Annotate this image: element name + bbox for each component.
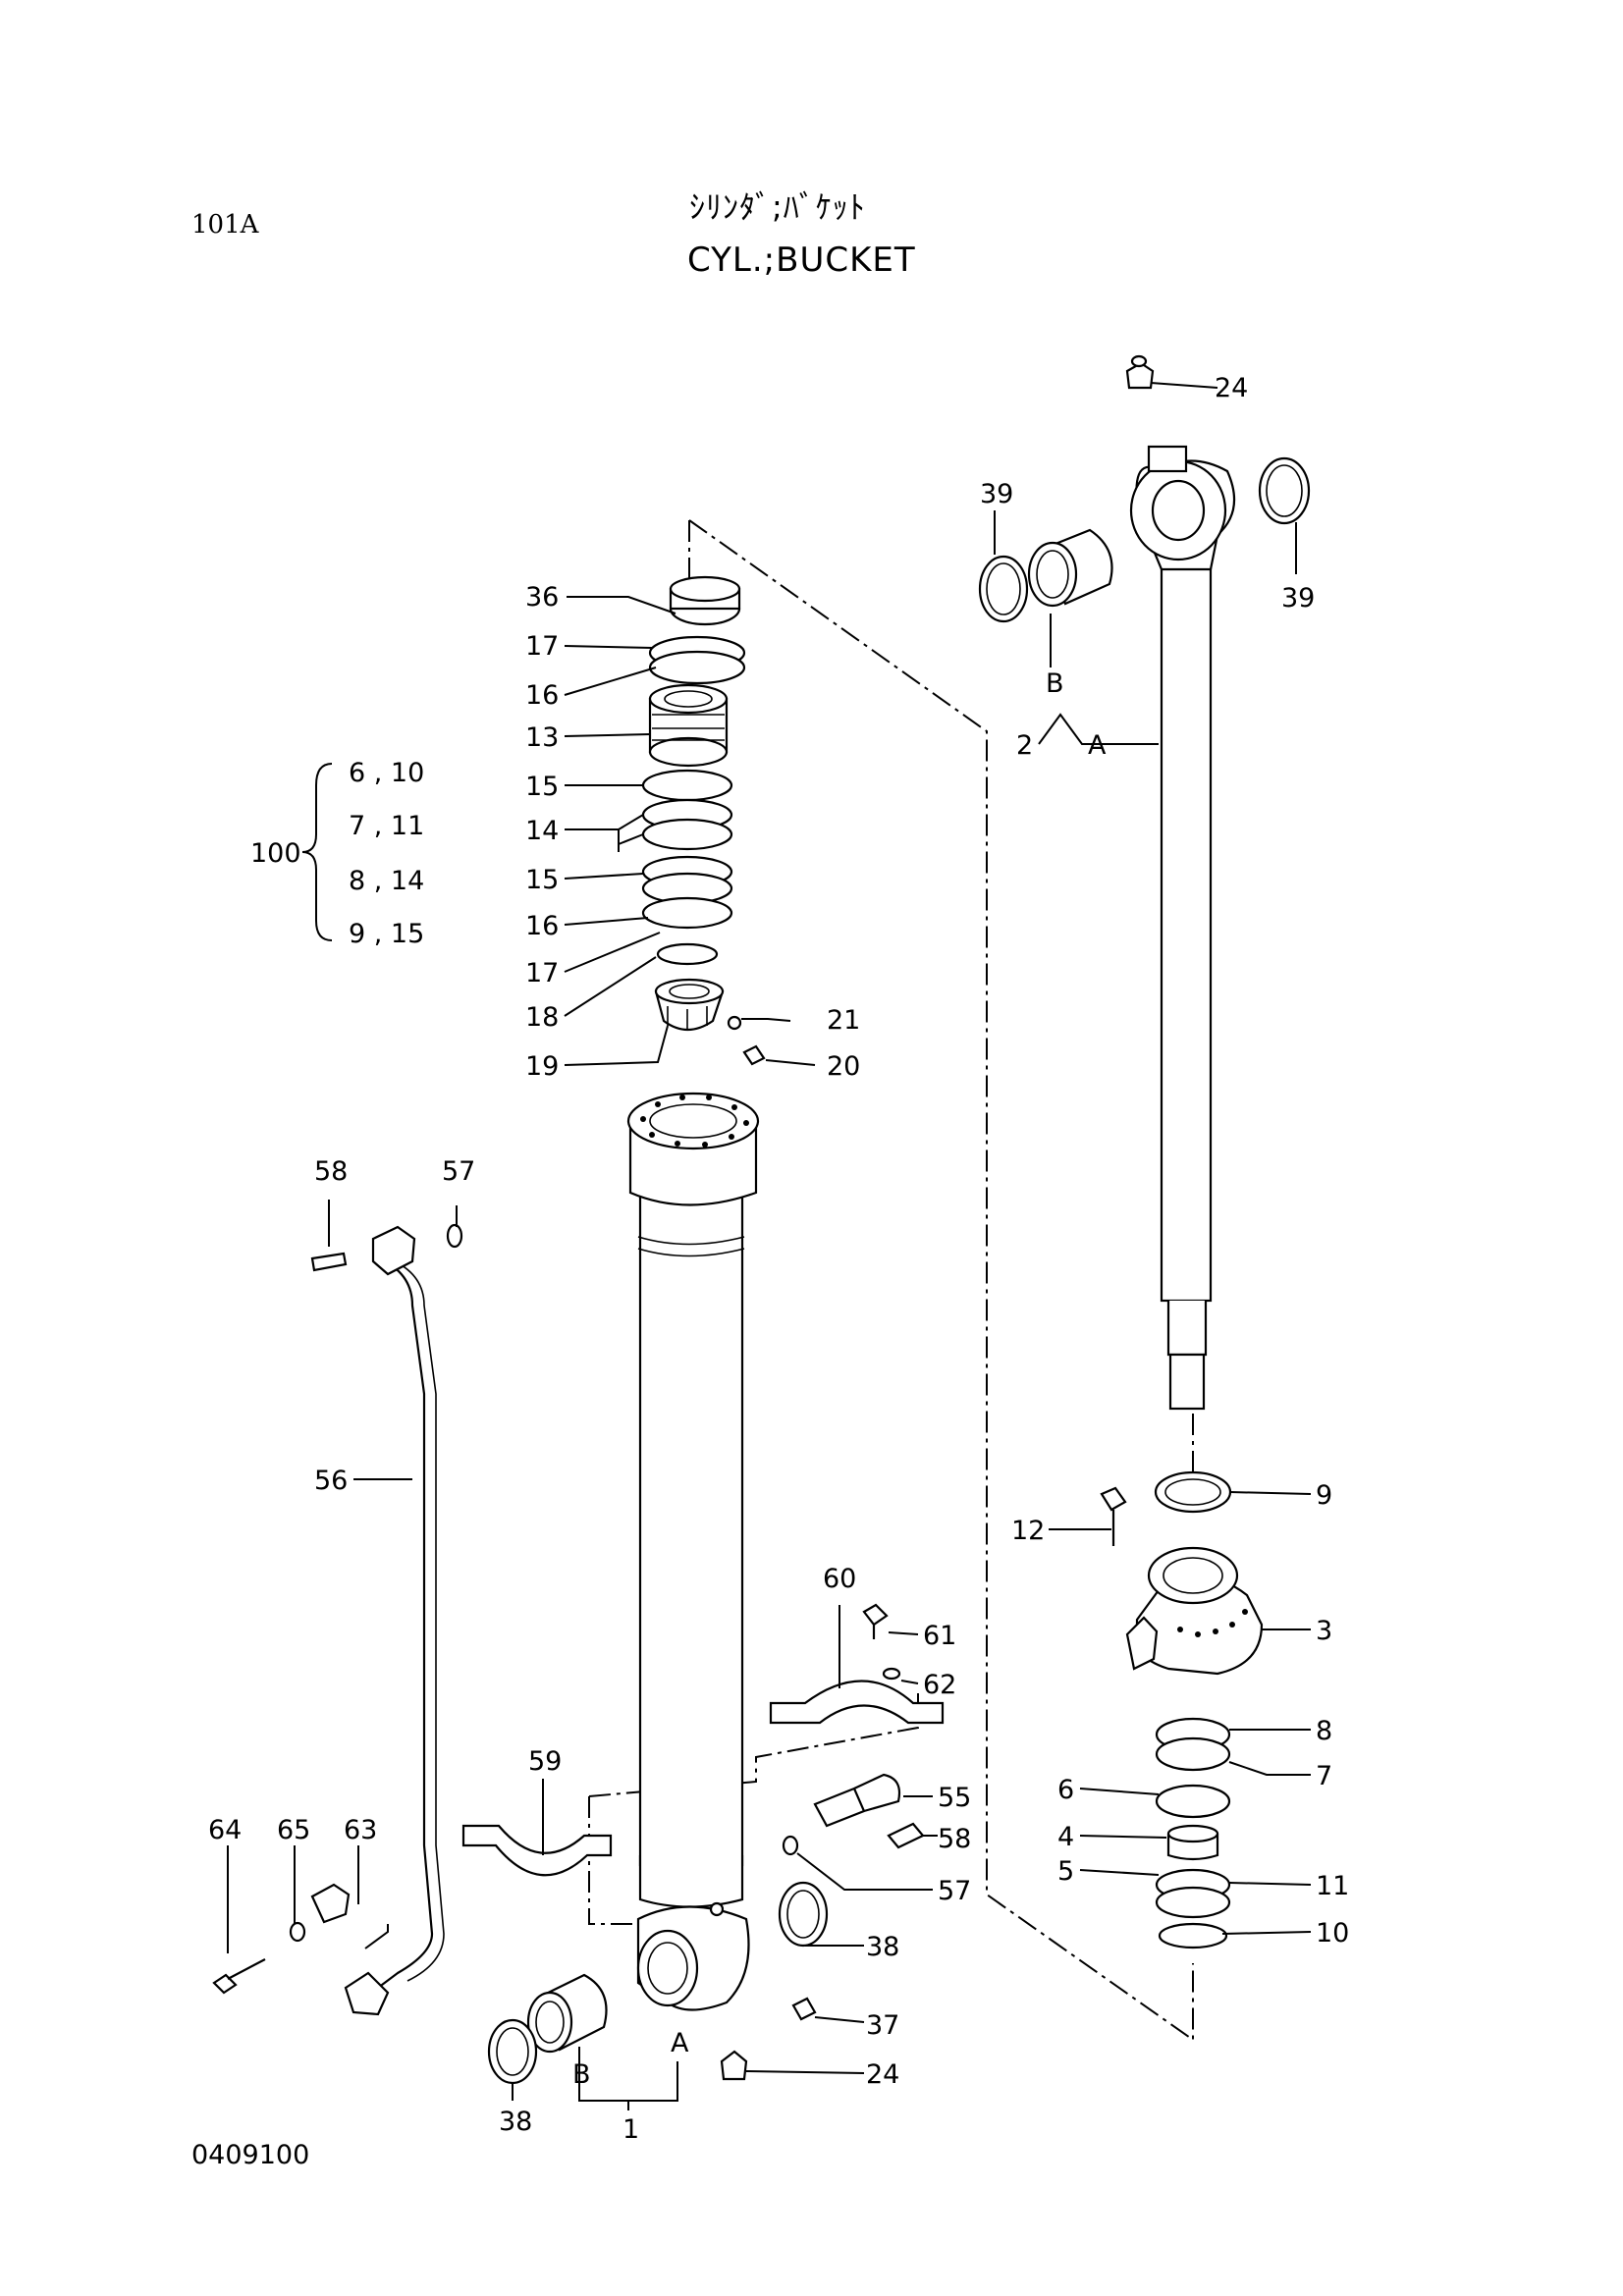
callout-7: 7 xyxy=(1316,1761,1332,1791)
callout-b-rod: B xyxy=(1046,668,1064,699)
callout-15-lower: 15 xyxy=(525,865,559,895)
bolt-61 xyxy=(862,1603,889,1639)
tube-bushing xyxy=(526,1973,608,2054)
kit-row-3: 8 , 14 xyxy=(349,866,424,896)
callout-17-lower: 17 xyxy=(525,958,559,988)
callout-13: 13 xyxy=(525,722,559,753)
washer-65 xyxy=(289,1921,306,1943)
kit-brace xyxy=(301,763,333,941)
rod-bushing xyxy=(1027,528,1113,608)
callout-3: 3 xyxy=(1316,1616,1332,1646)
callout-20: 20 xyxy=(827,1051,860,1082)
callout-39-left: 39 xyxy=(980,479,1013,509)
dust-seal-39-right xyxy=(1258,456,1311,525)
kit-label: 100 xyxy=(250,838,301,869)
bolt-58-lower xyxy=(887,1822,925,1849)
callout-19: 19 xyxy=(525,1051,559,1082)
callout-2: 2 xyxy=(1016,730,1033,761)
rod-cover-3 xyxy=(1125,1546,1264,1676)
callout-36: 36 xyxy=(525,582,559,613)
drawing-number: 0409100 xyxy=(191,2140,310,2170)
grease-nipple-bottom xyxy=(720,2050,748,2081)
callout-6: 6 xyxy=(1057,1775,1074,1805)
clamp-59 xyxy=(461,1824,613,1877)
callout-14: 14 xyxy=(525,816,559,846)
callout-38-left: 38 xyxy=(499,2107,532,2137)
block-63 xyxy=(310,1883,351,1924)
kit-row-4: 9 , 15 xyxy=(349,919,424,949)
cylinder-tube xyxy=(626,1092,760,2011)
bolt-12 xyxy=(1100,1486,1127,1546)
callout-58-lower: 58 xyxy=(938,1824,971,1854)
callout-55: 55 xyxy=(938,1783,971,1813)
ring-7 xyxy=(1155,1736,1231,1772)
callout-12: 12 xyxy=(1011,1516,1045,1546)
fitting-55 xyxy=(813,1773,901,1828)
bolt-64 xyxy=(212,1958,266,1995)
callout-65: 65 xyxy=(277,1815,310,1845)
kit-row-2: 7 , 11 xyxy=(349,811,424,841)
callout-16-upper: 16 xyxy=(525,680,559,711)
assembly-guide-lines xyxy=(387,519,1194,2042)
callout-38-right: 38 xyxy=(866,1932,899,1962)
piston-seal-stack xyxy=(641,575,766,1066)
page-code: 101A xyxy=(191,210,259,240)
ring-10 xyxy=(1158,1922,1228,1949)
leader-lines xyxy=(227,382,1312,2110)
callout-a-tube: A xyxy=(671,2028,689,2058)
callout-63: 63 xyxy=(344,1815,377,1845)
piston-rod xyxy=(1129,445,1236,1411)
callout-60: 60 xyxy=(823,1564,856,1594)
title-japanese: ｼﾘﾝﾀﾞ;ﾊﾞｹｯﾄ xyxy=(689,188,866,226)
callout-58-upper: 58 xyxy=(314,1156,348,1187)
callout-57-upper: 57 xyxy=(442,1156,475,1187)
callout-61: 61 xyxy=(923,1621,956,1651)
callout-62: 62 xyxy=(923,1670,956,1700)
callout-16-lower: 16 xyxy=(525,911,559,941)
dust-seal-39-left xyxy=(978,555,1029,623)
callout-11: 11 xyxy=(1316,1871,1349,1901)
callout-labels: 24 39 39 B 2 A 36 17 16 13 15 14 15 16 1… xyxy=(208,373,1349,2145)
o-ring-57 xyxy=(782,1835,799,1856)
kit-row-1: 6 , 10 xyxy=(349,758,424,788)
callout-59: 59 xyxy=(528,1746,562,1777)
callout-a-rod: A xyxy=(1088,730,1107,761)
callout-57-lower: 57 xyxy=(938,1876,971,1906)
callout-18: 18 xyxy=(525,1002,559,1033)
clamp-60 xyxy=(769,1680,945,1725)
callout-8: 8 xyxy=(1316,1716,1332,1746)
callout-1: 1 xyxy=(622,2114,639,2145)
kit-listing: 100 6 , 10 7 , 11 8 , 14 9 , 15 xyxy=(250,758,424,949)
callout-9: 9 xyxy=(1316,1480,1332,1511)
callout-24-bottom: 24 xyxy=(866,2059,899,2090)
callout-10: 10 xyxy=(1316,1918,1349,1949)
callout-4: 4 xyxy=(1057,1822,1074,1852)
callout-37: 37 xyxy=(866,2010,899,2041)
washer-62 xyxy=(882,1667,901,1681)
lubrication-pipe xyxy=(310,1223,463,2016)
callout-56: 56 xyxy=(314,1466,348,1496)
title-english: CYL.;BUCKET xyxy=(687,240,916,280)
ring-9 xyxy=(1154,1470,1232,1514)
ring-11 xyxy=(1155,1886,1231,1919)
callout-5: 5 xyxy=(1057,1856,1074,1887)
grease-nipple-top xyxy=(1125,354,1155,390)
callout-17-upper: 17 xyxy=(525,631,559,662)
callout-64: 64 xyxy=(208,1815,242,1845)
ring-6 xyxy=(1155,1784,1231,1819)
callout-15-upper: 15 xyxy=(525,772,559,802)
callout-39-right: 39 xyxy=(1281,583,1315,614)
callout-21: 21 xyxy=(827,1005,860,1036)
callout-24-top: 24 xyxy=(1215,373,1248,403)
callout-b-tube: B xyxy=(572,2059,591,2090)
plug-37 xyxy=(791,1997,817,2021)
